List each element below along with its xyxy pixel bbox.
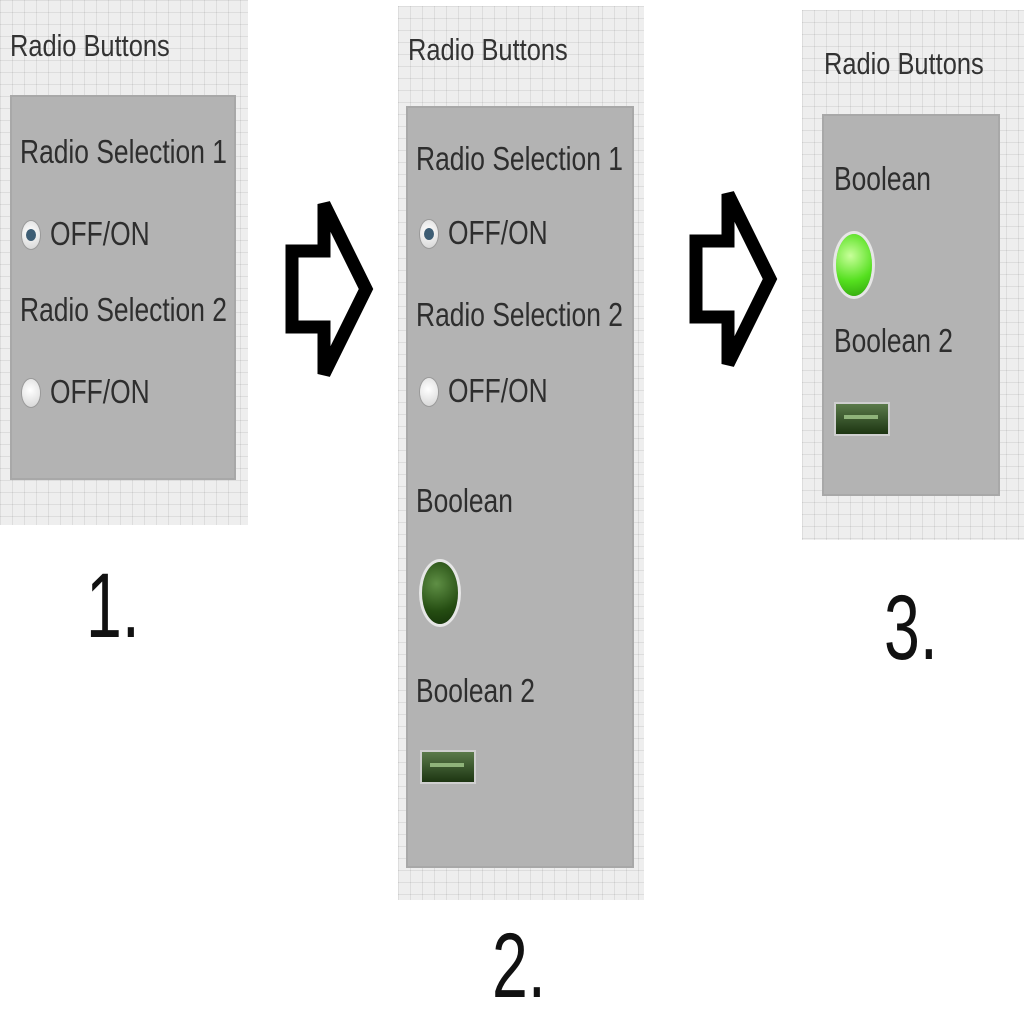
step-number: 3. (884, 577, 938, 679)
radio-selection-1-label: Radio Selection 1 (20, 133, 227, 170)
right-arrow-icon (285, 201, 374, 377)
front-panel-step-2: Radio Buttons Radio Selection 1 OFF/ON R… (398, 6, 644, 900)
radio-selection-2-button[interactable] (22, 379, 40, 407)
radio-selection-1-button[interactable] (22, 221, 40, 249)
step-number: 1. (86, 555, 140, 657)
radio-selection-1-option[interactable]: OFF/ON (448, 214, 548, 251)
radio-selection-1-button[interactable] (420, 220, 438, 248)
boolean-label: Boolean (416, 482, 513, 519)
front-panel-step-1: Radio Buttons Radio Selection 1 OFF/ON R… (0, 0, 248, 525)
radio-selection-2-button[interactable] (420, 378, 438, 406)
radio-selection-2-option[interactable]: OFF/ON (448, 372, 548, 409)
boolean-2-label: Boolean 2 (416, 672, 535, 709)
panel-title: Radio Buttons (408, 32, 568, 67)
boolean-label: Boolean (834, 160, 931, 197)
boolean-2-label: Boolean 2 (834, 322, 953, 359)
panel-title: Radio Buttons (10, 28, 170, 63)
right-arrow-icon (689, 191, 778, 367)
boolean-2-switch[interactable] (422, 752, 474, 782)
panel-title: Radio Buttons (824, 46, 984, 81)
radio-selection-1-option[interactable]: OFF/ON (50, 215, 150, 252)
radio-selection-2-label: Radio Selection 2 (20, 291, 227, 328)
front-panel-step-3: Radio Buttons Boolean Boolean 2 (802, 10, 1024, 540)
boolean-led-indicator[interactable] (422, 562, 458, 624)
radio-buttons-cluster: Radio Selection 1 OFF/ON Radio Selection… (10, 95, 236, 480)
boolean-led-indicator[interactable] (836, 234, 872, 296)
boolean-cluster: Boolean Boolean 2 (822, 114, 1000, 496)
boolean-2-switch[interactable] (836, 404, 888, 434)
radio-selection-2-label: Radio Selection 2 (416, 296, 623, 333)
radio-selection-2-option[interactable]: OFF/ON (50, 373, 150, 410)
radio-selection-1-label: Radio Selection 1 (416, 140, 623, 177)
step-number: 2. (492, 915, 546, 1017)
radio-buttons-cluster: Radio Selection 1 OFF/ON Radio Selection… (406, 106, 634, 868)
